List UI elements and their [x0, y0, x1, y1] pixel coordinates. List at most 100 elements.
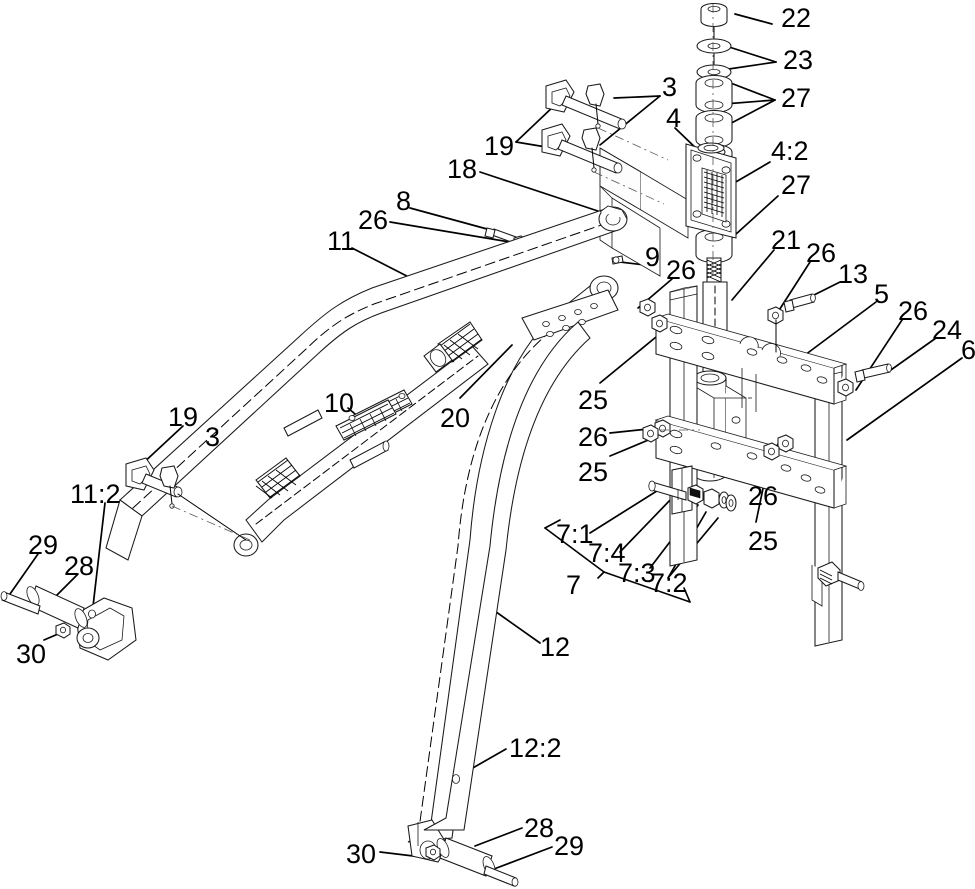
- callout-number-7-4: 7:4: [588, 538, 626, 568]
- left-foot-assembly: [0, 585, 137, 661]
- mast-frame-5-6: [655, 285, 848, 647]
- center-lines: [171, 4, 714, 541]
- callout-number-26: 26: [748, 481, 779, 511]
- callout-number-7: 7: [566, 570, 582, 600]
- turnbuckle-18: [233, 321, 489, 557]
- nut-26-f: [777, 434, 794, 453]
- leader-line: [775, 261, 811, 316]
- leader-line: [734, 13, 773, 25]
- callout-number-10: 10: [324, 388, 355, 418]
- callout-number-25: 25: [578, 385, 609, 415]
- callout-number-24: 24: [932, 315, 963, 345]
- callout-number-26: 26: [578, 422, 609, 452]
- callout-number-3: 3: [662, 72, 678, 102]
- leader-line: [887, 337, 937, 373]
- leader-line: [613, 95, 661, 99]
- callout-number-19: 19: [484, 131, 515, 161]
- callout-number-26: 26: [358, 205, 389, 235]
- bottom-foot-assembly: [425, 774, 519, 887]
- leader-line: [493, 846, 553, 870]
- callout-number-27: 27: [781, 170, 812, 200]
- leader-line: [725, 45, 777, 63]
- hitch-pins-top: [541, 79, 627, 174]
- callout-number-7-1: 7:1: [556, 519, 594, 549]
- callout-number-25: 25: [578, 457, 609, 487]
- callout-number-7-3: 7:3: [618, 558, 656, 588]
- callout-number-6: 6: [961, 335, 975, 365]
- leader-line: [409, 207, 499, 233]
- callout-number-13: 13: [838, 259, 869, 289]
- leader-line: [459, 344, 513, 399]
- nut-26-b: [767, 306, 784, 325]
- callout-number-5: 5: [874, 279, 890, 309]
- spacer-27b: [695, 109, 733, 149]
- callout-number-27: 27: [781, 83, 812, 113]
- leader-line: [9, 553, 39, 595]
- leader-line: [479, 171, 611, 216]
- callout-number-8: 8: [396, 186, 412, 216]
- leader-line: [619, 495, 675, 553]
- callout-number-4-2: 4:2: [771, 136, 809, 166]
- nut-25-b: [642, 424, 659, 443]
- pin-assembly-7: [648, 480, 737, 512]
- callout-number-19: 19: [168, 402, 199, 432]
- leader-line: [804, 301, 877, 356]
- leader-line: [589, 488, 661, 534]
- callout-number-12: 12: [540, 632, 571, 662]
- callout-number-11-2: 11:2: [70, 479, 121, 509]
- callout-number-20: 20: [440, 403, 471, 433]
- leader-line: [389, 221, 517, 244]
- callout-number-12-2: 12:2: [509, 733, 562, 763]
- callout-number-11: 11: [327, 226, 356, 256]
- leader-line: [721, 61, 777, 71]
- hitch-pin-19-left: [125, 457, 247, 541]
- bolt-13: [783, 293, 816, 313]
- leader-line: [731, 249, 775, 301]
- leader-line: [846, 357, 963, 441]
- leader-line: [727, 81, 776, 101]
- nut-25-a: [651, 314, 668, 333]
- callout-number-25: 25: [748, 526, 779, 556]
- leader-line: [474, 827, 523, 847]
- leader-line: [599, 95, 661, 146]
- callout-number-9: 9: [645, 242, 661, 272]
- knurled-shaft: [706, 257, 722, 283]
- callout-number-18: 18: [447, 154, 478, 184]
- bracket-7: [544, 519, 691, 603]
- bolt-24: [854, 363, 892, 383]
- leader-line: [597, 571, 605, 579]
- callout-number-28: 28: [64, 551, 95, 581]
- callout-number-30: 30: [346, 839, 377, 869]
- leader-line: [43, 633, 59, 641]
- callout-number-29: 29: [554, 831, 585, 861]
- callout-number-28: 28: [524, 813, 555, 843]
- washer-23b: [696, 64, 732, 80]
- leader-line: [91, 502, 106, 616]
- callout-number-30: 30: [16, 639, 47, 669]
- leader-line: [609, 428, 649, 434]
- callout-number-26: 26: [666, 255, 697, 285]
- hitch-pin-19-a: [545, 79, 627, 130]
- fastener-9: [611, 255, 624, 265]
- callout-number-26: 26: [898, 296, 929, 326]
- decal-10: [283, 389, 413, 469]
- washer-23a: [696, 38, 732, 54]
- callout-number-26: 26: [806, 238, 837, 268]
- nut-26-d: [837, 378, 854, 397]
- callout-number-23: 23: [783, 45, 814, 75]
- callout-number-3: 3: [205, 422, 221, 452]
- callout-number-22: 22: [781, 3, 812, 33]
- callout-number-29: 29: [28, 530, 59, 560]
- leg-12: [423, 321, 591, 831]
- hitch-pin-19-b: [541, 123, 623, 174]
- leader-line: [515, 103, 557, 143]
- callout-number-21: 21: [771, 225, 802, 255]
- lower-pivot-6: [811, 561, 865, 607]
- nut-26-e: [654, 419, 671, 438]
- spacer-27a: [695, 74, 733, 114]
- callout-number-4: 4: [666, 103, 682, 133]
- nut-26-a: [639, 298, 656, 317]
- nut-25-c: [763, 442, 780, 461]
